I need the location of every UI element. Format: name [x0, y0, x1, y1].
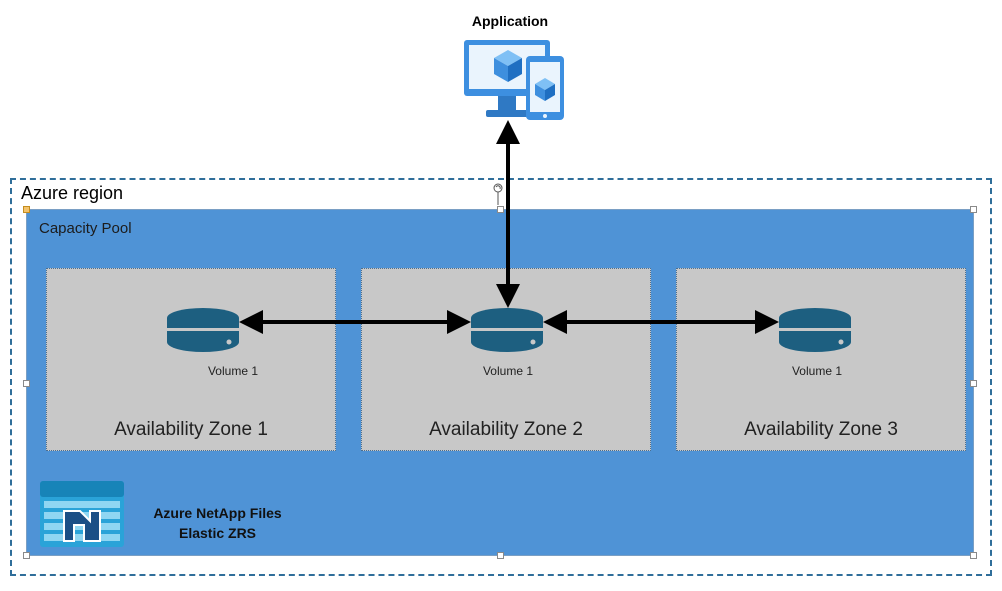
availability-zone-1: Volume 1 Availability Zone 1 [46, 268, 336, 451]
azure-netapp-files-icon [40, 481, 124, 552]
capacity-pool-label: Capacity Pool [39, 220, 132, 237]
resize-handle-top-right[interactable] [970, 206, 977, 213]
resize-handle-top[interactable] [497, 206, 504, 213]
application-title: Application [471, 13, 549, 29]
availability-zone-3: Volume 1 Availability Zone 3 [676, 268, 966, 451]
azure-region-label: Azure region [21, 183, 124, 203]
resize-handle-right[interactable] [970, 380, 977, 387]
zone-label: Availability Zone 2 [429, 419, 583, 440]
zone-label: Availability Zone 3 [744, 419, 898, 440]
availability-zone-2: Volume 1 Availability Zone 2 [361, 268, 651, 451]
service-name: Azure NetApp Files [153, 505, 282, 521]
resize-handle-bottom-right[interactable] [970, 552, 977, 559]
service-tier: Elastic ZRS [178, 525, 257, 541]
cube-icon [494, 50, 522, 82]
volume-label: Volume 1 [791, 364, 843, 378]
volume-label: Volume 1 [482, 364, 534, 378]
service-label: Azure NetApp Files Elastic ZRS [130, 503, 305, 543]
zone-label: Availability Zone 1 [114, 419, 268, 440]
resize-handle-bottom-left[interactable] [23, 552, 30, 559]
resize-handle-bottom[interactable] [497, 552, 504, 559]
volume-label: Volume 1 [207, 364, 259, 378]
tablet-icon [526, 56, 564, 120]
resize-handle-top-left[interactable] [23, 206, 30, 213]
resize-handle-left[interactable] [23, 380, 30, 387]
application-icon [462, 38, 566, 129]
